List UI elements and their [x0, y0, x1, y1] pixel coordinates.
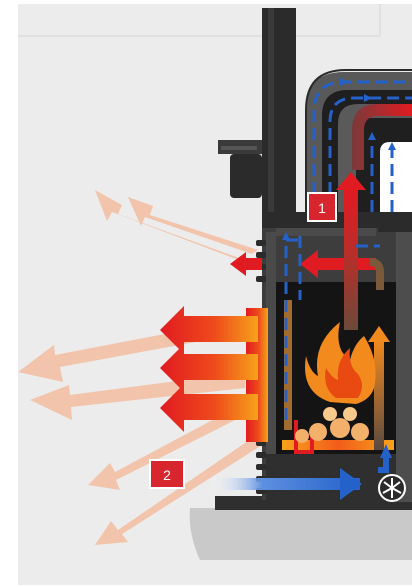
- flue-heat-band: [352, 104, 412, 170]
- callout-1: 1: [307, 192, 337, 222]
- ash-pan: [266, 454, 396, 500]
- firebox-baffle: [276, 228, 376, 236]
- flue-pipe: [262, 8, 296, 218]
- rising-hot-gas: [344, 190, 358, 330]
- hot-air-inner-arrow: [300, 250, 376, 278]
- hood-outline: [305, 69, 412, 212]
- flue-pipe-highlight: [268, 8, 274, 218]
- cool-air-intake-head: [340, 468, 362, 500]
- rising-hot-gas-head: [336, 172, 366, 190]
- window-panel: [380, 142, 412, 212]
- flame-icon: [305, 322, 376, 404]
- radiant-heat-bright: [160, 306, 268, 442]
- fan-icon: [378, 474, 406, 502]
- warm-air-rise: [374, 340, 384, 450]
- cool-air-intake: [210, 478, 360, 490]
- top-plate-right: [378, 212, 412, 232]
- hearth-plate: [189, 508, 412, 560]
- callout-2: 2: [149, 459, 185, 489]
- cool-air-up-right-head: [380, 444, 392, 458]
- left-warm-channel: [284, 300, 292, 430]
- firebox-wall: [266, 232, 276, 454]
- warm-air-rise-head: [368, 326, 390, 342]
- damper-handle: [218, 140, 262, 198]
- callout-2-label: 2: [163, 467, 171, 483]
- warm-air-curve: [369, 258, 384, 290]
- ember-bed: [282, 440, 394, 450]
- right-wall: [396, 232, 412, 502]
- callout-1-label: 1: [318, 200, 326, 216]
- cool-air-up-right: [378, 454, 389, 473]
- hot-air-side-arrow: [230, 252, 262, 276]
- log-pile: [295, 407, 369, 443]
